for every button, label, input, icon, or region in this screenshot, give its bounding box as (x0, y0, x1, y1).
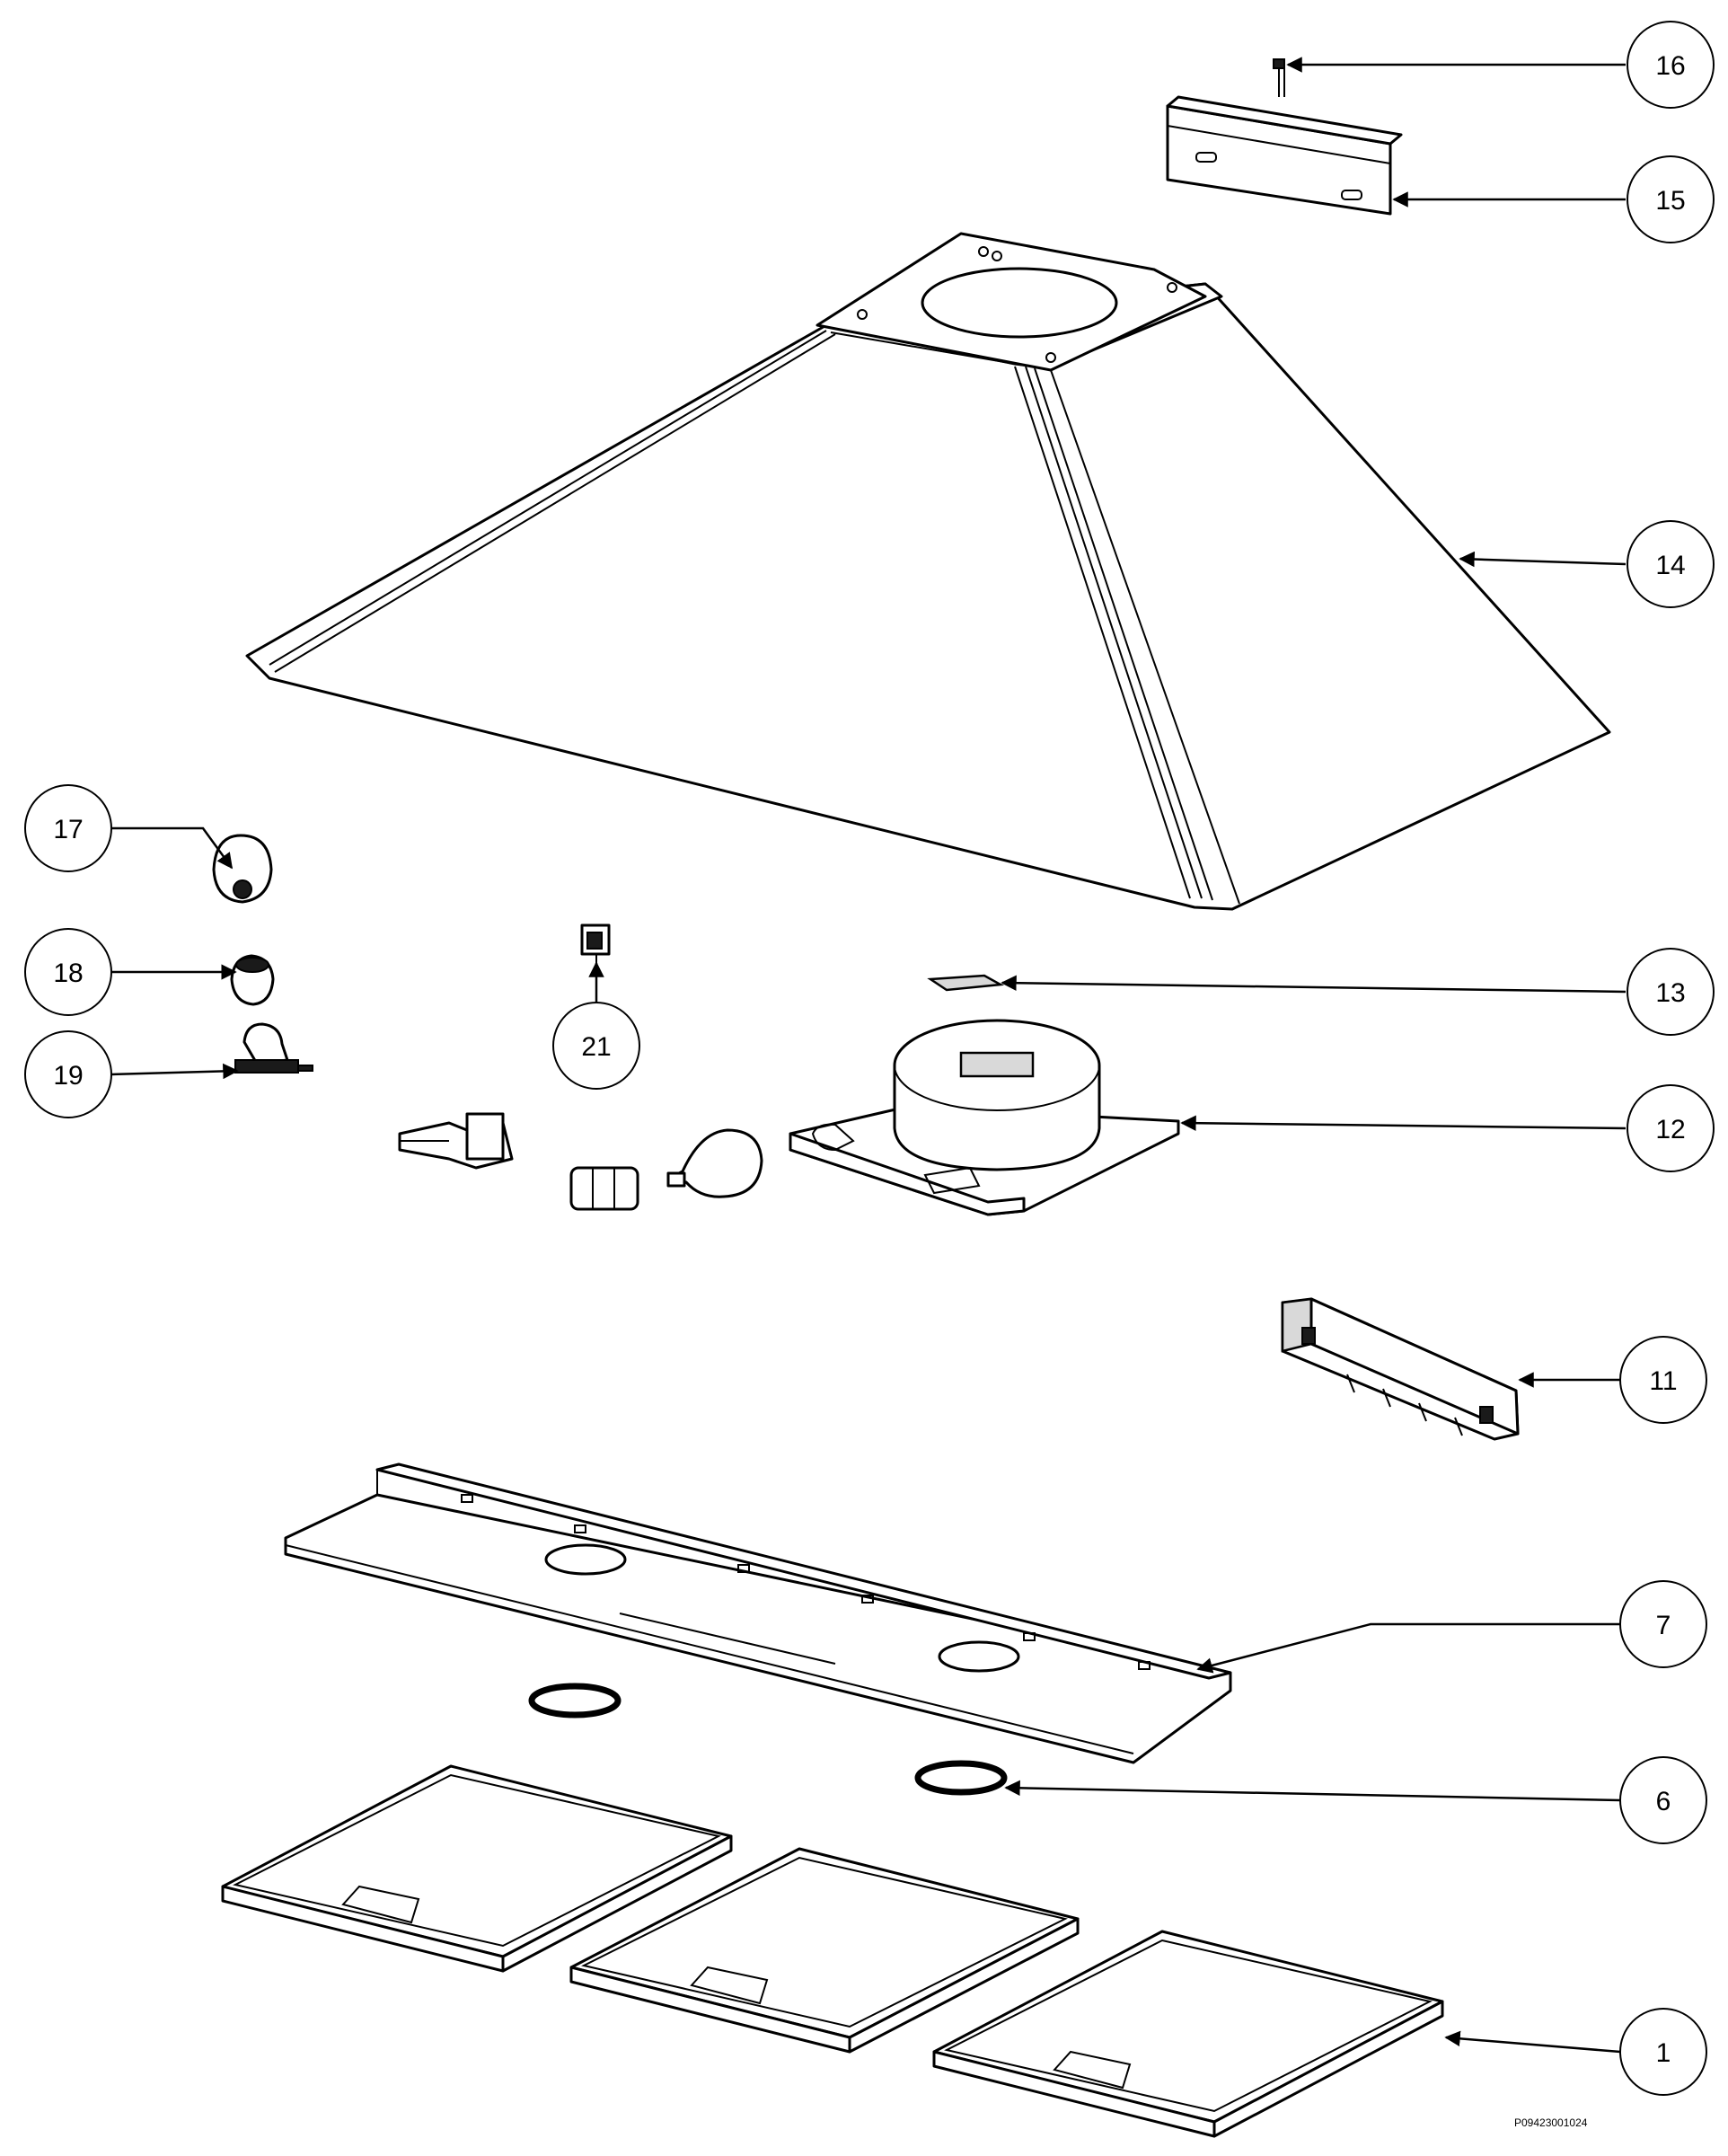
part-21-indicator (580, 923, 611, 970)
svg-text:21: 21 (581, 1032, 611, 1062)
part-13-clip (927, 974, 1005, 992)
leader-lines (110, 57, 1627, 2054)
svg-text:18: 18 (53, 959, 83, 988)
part-7-filter-frame (284, 1462, 1232, 1764)
callout-18: 18 (24, 928, 112, 1016)
part-1-grease-filter-b (569, 1847, 1080, 2054)
svg-text:12: 12 (1655, 1115, 1685, 1144)
callout-14: 14 (1627, 520, 1715, 608)
part-11-control-panel (1281, 1297, 1520, 1441)
callout-15: 15 (1627, 155, 1715, 243)
callout-16: 16 (1627, 21, 1715, 109)
part-1-grease-filter-a (221, 1764, 733, 1973)
part-15-bracket (1166, 95, 1403, 216)
connector-block (398, 1112, 514, 1170)
callout-6: 6 (1619, 1756, 1707, 1844)
callout-1: 1 (1619, 2008, 1707, 2096)
lamp-socket (569, 1166, 639, 1211)
part-6-sealing-rings (528, 1683, 1008, 1796)
part-16-screw (1273, 58, 1285, 97)
svg-text:15: 15 (1655, 186, 1685, 216)
part-18-lamp-holder (230, 954, 275, 1006)
svg-text:13: 13 (1655, 978, 1685, 1008)
callout-17: 17 (24, 784, 112, 872)
callout-12: 12 (1627, 1084, 1715, 1172)
callout-19: 19 (24, 1030, 112, 1118)
svg-text:6: 6 (1656, 1787, 1671, 1816)
callout-11: 11 (1619, 1336, 1707, 1424)
part-14-hood-canopy (245, 232, 1611, 911)
part-19-switch (234, 1022, 313, 1074)
callout-21: 21 (552, 1002, 640, 1090)
callout-13: 13 (1627, 948, 1715, 1036)
svg-text:17: 17 (53, 815, 83, 844)
svg-text:16: 16 (1655, 51, 1685, 81)
svg-text:7: 7 (1656, 1611, 1671, 1640)
part-12-motor-mount (789, 1019, 1180, 1216)
svg-text:19: 19 (53, 1061, 83, 1091)
callout-7: 7 (1619, 1580, 1707, 1668)
light-bulb (666, 1128, 763, 1198)
part-17-lamp-cover (212, 834, 273, 904)
part-1-grease-filter-c (932, 1930, 1444, 2138)
svg-text:11: 11 (1649, 1366, 1677, 1396)
svg-text:1: 1 (1656, 2038, 1671, 2068)
svg-text:14: 14 (1655, 551, 1685, 580)
drawing-code: P09423001024 (1514, 2116, 1588, 2129)
